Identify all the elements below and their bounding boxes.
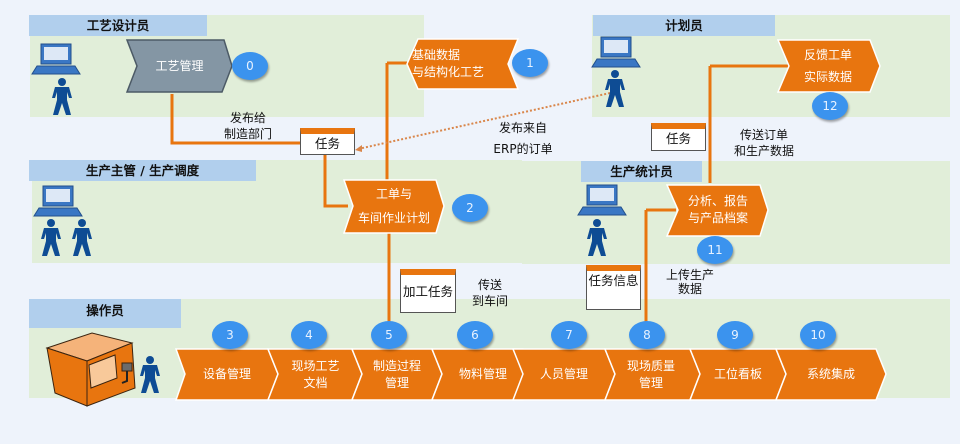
basic-data-shape <box>406 38 520 90</box>
step-number-badge: 11 <box>697 236 733 264</box>
annotation-line1: 上传生产 <box>665 268 714 282</box>
process-management-label: 工艺管理 <box>155 58 204 73</box>
connector-feedback <box>708 64 790 183</box>
step-number-badge: 2 <box>452 194 488 222</box>
annotation-erp-orders: 发布来自 ERP的订单 <box>488 118 558 160</box>
flow-step-line1: 系统集成 <box>806 367 855 381</box>
flow-steps-group <box>174 348 887 401</box>
lane-header-operator: 操作员 <box>29 299 181 328</box>
step-number-badge: 7 <box>551 321 587 349</box>
lane-header-process-designer: 工艺设计员 <box>29 15 207 36</box>
flow-step-line1: 制造过程 <box>372 358 421 373</box>
step-number-badge: 8 <box>629 321 665 349</box>
flow-step-5: 制造过程管理 <box>360 349 434 400</box>
work-order-line2: 车间作业计划 <box>357 211 430 225</box>
annotation-line1: 发布给 <box>229 111 266 125</box>
flow-step-10: 系统集成 <box>786 349 876 400</box>
flow-step-line1: 工位看板 <box>713 367 762 381</box>
task-info-label: 任务信息 <box>588 273 639 288</box>
step-number-badge: 1 <box>512 49 548 77</box>
flow-step-line1: 物料管理 <box>458 367 507 381</box>
process-management-shape <box>125 39 233 93</box>
connector-process-to-task <box>170 94 300 145</box>
computer-icon <box>31 43 81 75</box>
step-number-badge: 10 <box>800 321 836 349</box>
machining-task-document: 加工任务 <box>400 269 456 313</box>
machine-icon <box>45 332 136 407</box>
annotation-line1: 发布来自 <box>498 121 547 135</box>
work-order-label: 工单与 车间作业计划 <box>348 182 440 230</box>
computer-icon <box>33 185 83 217</box>
feedback-line2: 实际数据 <box>803 70 852 84</box>
step-number-badge: 9 <box>717 321 753 349</box>
work-order-shape <box>342 179 445 234</box>
connector-erp-dotted <box>357 92 611 150</box>
annotation-release-to-manufacturing: 发布给 制造部门 <box>218 110 278 142</box>
connector-analysis-to-step8 <box>644 208 676 322</box>
annotation-line2: 到车间 <box>471 294 508 308</box>
work-order-line1: 工单与 <box>375 187 412 201</box>
lane-header-production-supervisor: 生产主管 / 生产调度 <box>29 160 256 181</box>
basic-data-line1: 基础数据 <box>412 48 461 62</box>
step-number-badge: 6 <box>457 321 493 349</box>
flow-step-line1: 设备管理 <box>202 367 251 381</box>
annotation-line2: 和生产数据 <box>733 144 794 158</box>
computer-icon <box>591 36 641 68</box>
annotation-line1: 传送订单 <box>739 128 788 142</box>
analysis-shape <box>665 184 769 237</box>
flow-step-line2: 管理 <box>638 375 663 390</box>
flow-step-9: 工位看板 <box>698 349 778 400</box>
basic-data-line2: 与结构化工艺 <box>412 65 485 79</box>
feedback-label: 反馈工单 实际数据 <box>782 42 874 90</box>
flow-step-line1: 现场质量 <box>626 358 675 373</box>
annotation-upload-data: 上传生产 数据 <box>660 268 720 296</box>
annotation-line2: ERP的订单 <box>493 142 553 156</box>
computer-icon <box>577 184 627 216</box>
step-number-badge: 12 <box>812 92 848 120</box>
flow-step-line2: 管理 <box>384 375 409 390</box>
lane-stat-gap <box>522 161 580 264</box>
person-icon <box>587 219 607 256</box>
flow-step-line1: 现场工艺 <box>291 358 340 373</box>
connector-basicdata-to-workorder <box>385 61 407 180</box>
step-number-badge: 0 <box>232 52 268 80</box>
annotation-line1: 传送 <box>477 278 502 292</box>
flow-step-line2: 文档 <box>303 375 328 390</box>
analysis-line1: 分析、报告 <box>687 194 748 208</box>
feedback-shape <box>776 39 881 93</box>
person-icon <box>72 219 92 256</box>
annotation-line2: 制造部门 <box>223 127 272 141</box>
flow-step-7: 人员管理 <box>523 349 605 400</box>
task-document-left: 任务 <box>300 128 355 155</box>
connector-task-to-workorder <box>323 150 348 208</box>
analysis-line2: 与产品档案 <box>687 211 748 225</box>
step-number-badge: 4 <box>291 321 327 349</box>
lane-header-production-statistician: 生产统计员 <box>581 161 702 182</box>
arrowhead-erp <box>355 145 362 152</box>
person-icon <box>605 70 625 107</box>
flow-step-6: 物料管理 <box>442 349 524 400</box>
analysis-label: 分析、报告 与产品档案 <box>672 187 764 233</box>
annotation-line2: 数据 <box>677 282 702 296</box>
feedback-line1: 反馈工单 <box>803 48 852 62</box>
annotation-send-to-shop: 传送 到车间 <box>468 277 512 309</box>
flow-step-8: 现场质量管理 <box>612 349 690 400</box>
lane-header-planner: 计划员 <box>593 15 775 36</box>
task-document-right: 任务 <box>651 123 706 151</box>
step-number-badge: 5 <box>371 321 407 349</box>
step-number-badge: 3 <box>212 321 248 349</box>
annotation-send-orders: 传送订单 和生产数据 <box>729 127 799 159</box>
person-icon <box>41 219 61 256</box>
task-info-document: 任务信息 <box>586 265 641 310</box>
person-icon <box>52 78 72 115</box>
basic-data-label: 基础数据 与结构化工艺 <box>412 42 508 86</box>
flow-step-3: 设备管理 <box>185 349 269 400</box>
person-icon <box>140 356 160 393</box>
flow-step-4: 现场工艺文档 <box>278 349 353 400</box>
flow-step-line1: 人员管理 <box>539 367 588 381</box>
flow-step-shape-10 <box>774 348 887 401</box>
